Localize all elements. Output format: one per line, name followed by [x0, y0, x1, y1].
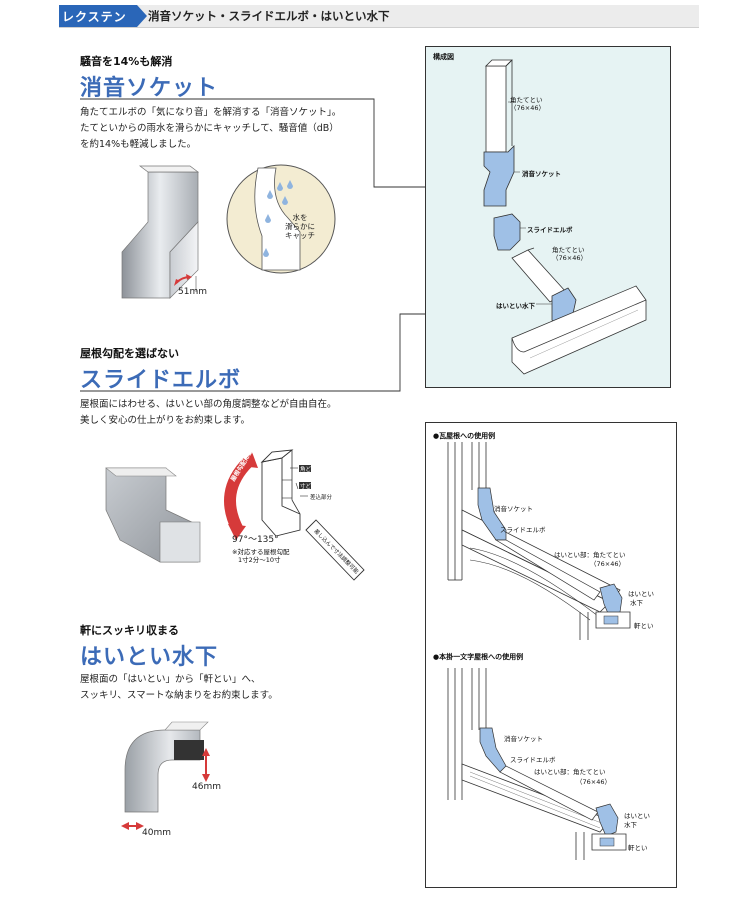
tag-small: 寸ど — [300, 484, 312, 490]
header-bar — [59, 5, 699, 28]
usage2-label-elbow: スライドエルボ — [510, 756, 556, 764]
comp-label-tatetoi-2: 角たてとい （76×46） — [552, 246, 587, 262]
section2-body-line: 屋根面にはわせる、はいとい部の角度調整などが自由自在。 — [80, 399, 337, 410]
section2-body: 屋根面にはわせる、はいとい部の角度調整などが自由自在。 美しく安心の仕上がりをお… — [80, 397, 337, 429]
usage1-label-socket: 消音ソケット — [494, 505, 533, 513]
comp-label-socket: 消音ソケット — [522, 170, 561, 178]
angle-label: 97°～135° — [232, 535, 279, 545]
section2-title: スライドエルボ — [80, 368, 242, 393]
angle-note-line: 1寸2分～10寸 — [238, 556, 281, 564]
usage2-label-haitoi2: はいとい — [624, 812, 650, 820]
section1-body: 角たてエルボの「気になり音」を解消する「消音ソケット」。 たてといからの雨水を滑… — [80, 105, 341, 153]
dimension-height-label: 46mm — [192, 782, 221, 792]
header-tab-shape — [59, 5, 147, 27]
section1-body-line: たてといからの雨水を滑らかにキャッチして、騒音値（dB） — [80, 123, 339, 134]
socket-dimension-label: 51mm — [178, 287, 207, 297]
section2-body-line: 美しく安心の仕上がりをお約束します。 — [80, 415, 251, 426]
section1-body-line: を約14%も軽減しました。 — [80, 139, 197, 150]
section1-subtitle: 騒音を14%も解消 — [80, 55, 173, 68]
usage1-label-elbow: スライドエルボ — [500, 526, 546, 534]
composition-title: 構成図 — [433, 53, 454, 61]
section3-body: 屋根面の「はいとい」から「軒とい」へ、 スッキリ、スマートな納まりをお約束します… — [80, 672, 278, 704]
usage2-title: ●本掛一文字屋根への使用例 — [433, 653, 524, 661]
dimension-width-label: 40mm — [142, 828, 171, 838]
section3-body-line: スッキリ、スマートな納まりをお約束します。 — [80, 690, 278, 701]
usage2-label-socket: 消音ソケット — [504, 735, 543, 743]
bubble-text-line: キャッチ — [285, 231, 315, 240]
header-tab-label: レクステン — [62, 10, 127, 24]
tag-slide: 差込部分 — [310, 495, 333, 501]
bubble-text: 水を 滑らかに キャッチ — [278, 213, 322, 240]
comp-label-line: 角たてとい — [510, 96, 543, 104]
bubble-text-line: 滑らかに — [285, 222, 315, 231]
usage1-label-size: （76×46） — [590, 560, 625, 568]
usage1-label-noki: 軒とい — [634, 622, 654, 630]
usage1-label-haitoi2: はいとい — [628, 590, 654, 598]
usage1-label-haitoi: はいとい部：角たてとい — [554, 551, 626, 559]
comp-label-line: 角たてとい — [552, 246, 585, 254]
comp-label-elbow: スライドエルボ — [527, 226, 573, 234]
usage2-label-noki: 軒とい — [628, 844, 648, 852]
section1-title: 消音ソケット — [80, 76, 219, 101]
usage2-label-mizushita: 水下 — [624, 821, 637, 829]
comp-label-tatetoi-1: 角たてとい （76×46） — [510, 96, 545, 112]
section2-subtitle: 屋根勾配を選ばない — [80, 347, 179, 360]
usage2-label-size: （76×46） — [576, 778, 611, 786]
section3-body-line: 屋根面の「はいとい」から「軒とい」へ、 — [80, 674, 261, 685]
page-title: 消音ソケット・スライドエルボ・はいとい水下 — [148, 9, 390, 23]
usage1-label-mizushita: 水下 — [630, 599, 643, 607]
angle-note: ※対応する屋根勾配 1寸2分～10寸 — [232, 548, 289, 564]
usage1-title: ●瓦屋根への使用例 — [433, 432, 496, 440]
section3-title: はいとい水下 — [80, 645, 219, 670]
section1-body-line: 角たてエルボの「気になり音」を解消する「消音ソケット」。 — [80, 107, 342, 118]
tag-kaku: 角ど — [300, 467, 312, 473]
comp-label-line: （76×46） — [510, 104, 545, 112]
usage2-label-haitoi: はいとい部：角たてとい — [534, 768, 606, 776]
angle-note-line: ※対応する屋根勾配 — [232, 548, 290, 556]
bubble-text-line: 水を — [292, 213, 308, 222]
comp-label-mizushita: はいとい水下 — [496, 302, 535, 310]
section3-subtitle: 軒にスッキリ収まる — [80, 624, 179, 637]
comp-label-line: （76×46） — [552, 254, 587, 262]
